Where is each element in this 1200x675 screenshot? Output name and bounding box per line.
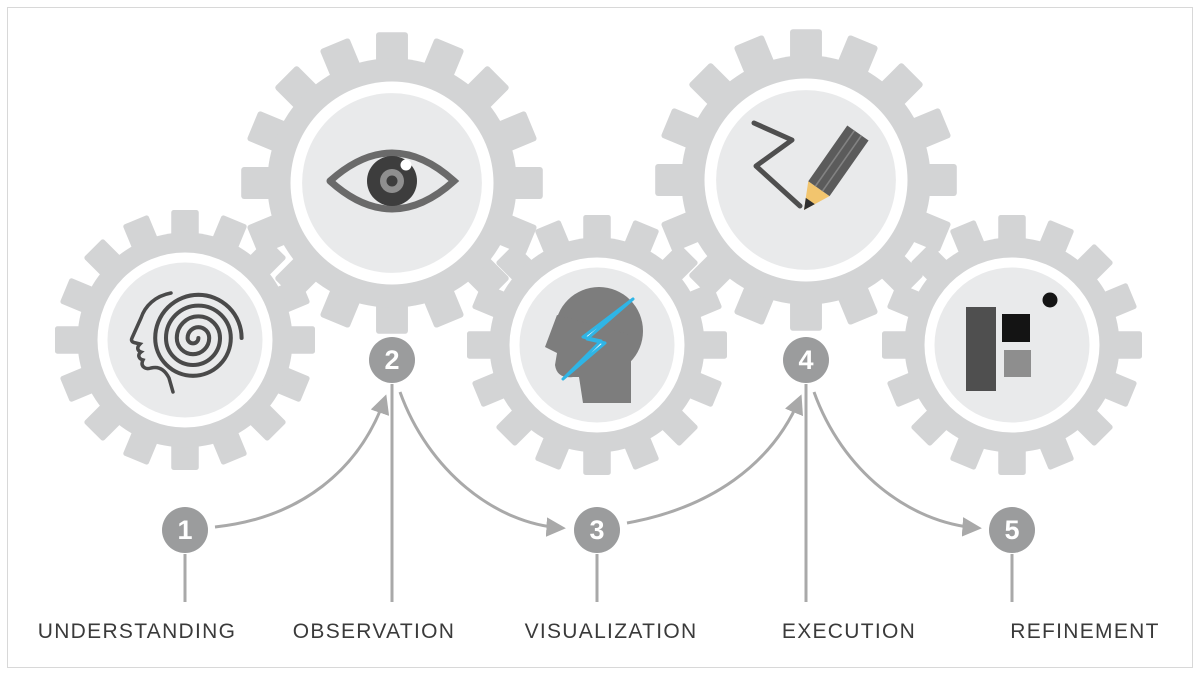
arrow-2-to-3: [398, 391, 566, 537]
step-1-label: UNDERSTANDING: [37, 620, 237, 643]
step-2-number-badge: 2: [369, 337, 415, 383]
zigzag-stroke: [751, 120, 803, 209]
face-spiral-icon: [129, 291, 244, 394]
arrow-3-to-4: [626, 394, 803, 525]
step-4-label: EXECUTION: [781, 620, 917, 643]
eye-highlight: [400, 159, 412, 171]
step-4-number-badge: 4: [783, 337, 829, 383]
arrow-4-to-5: [812, 391, 982, 537]
gear-refinement: [882, 215, 1142, 475]
face-profile-line: [129, 291, 175, 394]
step-3-label: VISUALIZATION: [524, 620, 698, 643]
abstract-shapes-icon: [966, 292, 1058, 391]
pencil: [804, 125, 869, 210]
lightning-bolt: [561, 297, 635, 381]
step-5-label: REFINEMENT: [1010, 620, 1160, 643]
eye-icon: [326, 149, 460, 213]
step-3-number-badge: 3: [574, 507, 620, 553]
step-5-number-badge: 5: [989, 507, 1035, 553]
arrow-1-to-2: [214, 394, 390, 529]
head-lightning-icon: [545, 287, 643, 403]
step-1-number-badge: 1: [162, 507, 208, 553]
gear-execution: [655, 29, 957, 331]
gear-understanding: [55, 210, 316, 470]
pencil-zigzag-icon: [751, 120, 869, 210]
step-2-label: OBSERVATION: [292, 620, 456, 643]
